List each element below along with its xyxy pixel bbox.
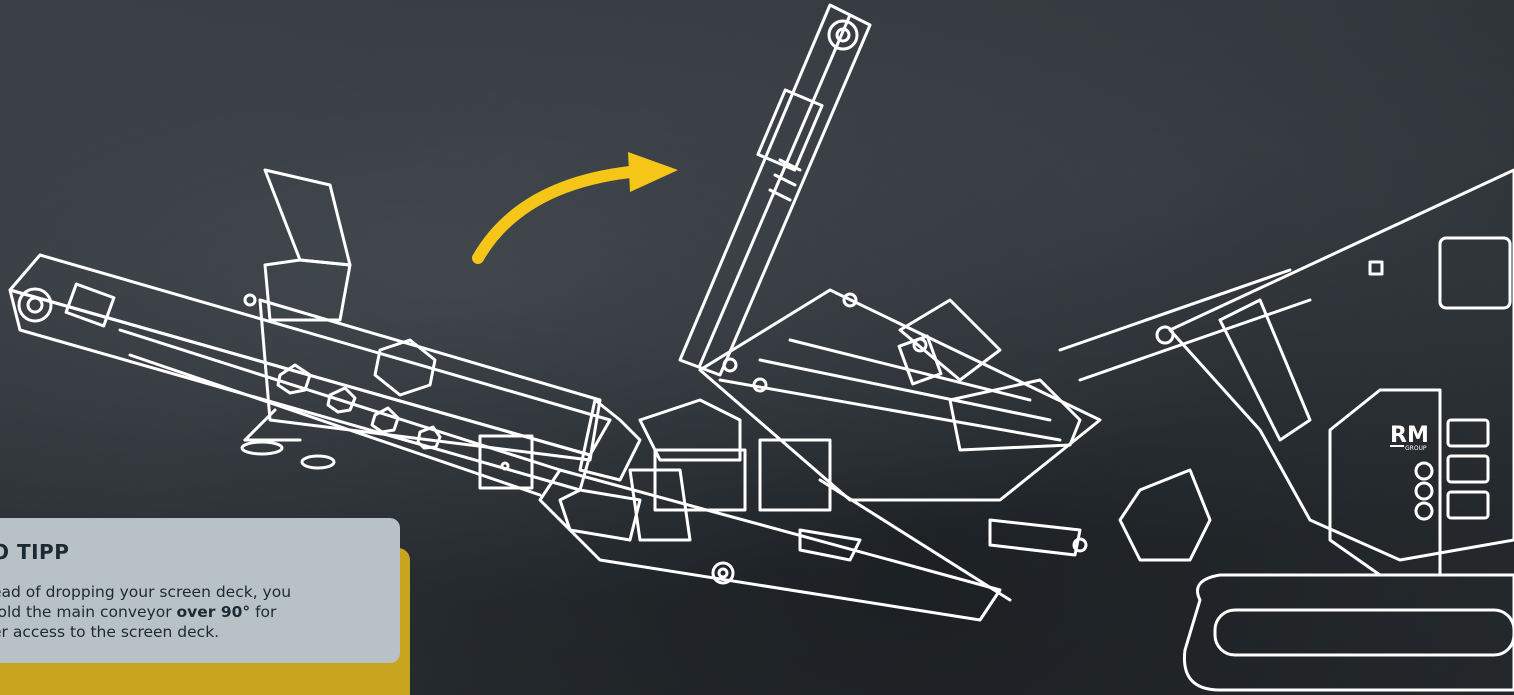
tip-highlight: over 90° <box>176 603 251 621</box>
lower-chassis <box>538 398 1212 622</box>
svg-text:RM: RM <box>1390 423 1429 448</box>
tip-text-line1: ead of dropping your screen deck, you <box>0 583 292 601</box>
tip-title: O TIPP <box>0 540 70 564</box>
screen-deck <box>698 288 1102 502</box>
tip-text: ead of dropping your screen deck, you fo… <box>0 582 387 642</box>
tip-text-line2: fold the main conveyor over 90° for <box>0 603 277 621</box>
main-conveyor-raised <box>678 3 872 377</box>
feed-hopper <box>243 168 602 490</box>
tip-panel: O TIPP ead of dropping your screen deck,… <box>0 518 400 663</box>
svg-text:GROUP: GROUP <box>1405 445 1427 452</box>
curved-arrow-icon <box>472 152 678 264</box>
tip-text-line3: er access to the screen deck. <box>0 623 220 641</box>
crawler-track <box>1182 573 1514 692</box>
power-unit <box>1058 168 1514 577</box>
rm-group-logo: RM GROUP <box>1390 423 1429 452</box>
